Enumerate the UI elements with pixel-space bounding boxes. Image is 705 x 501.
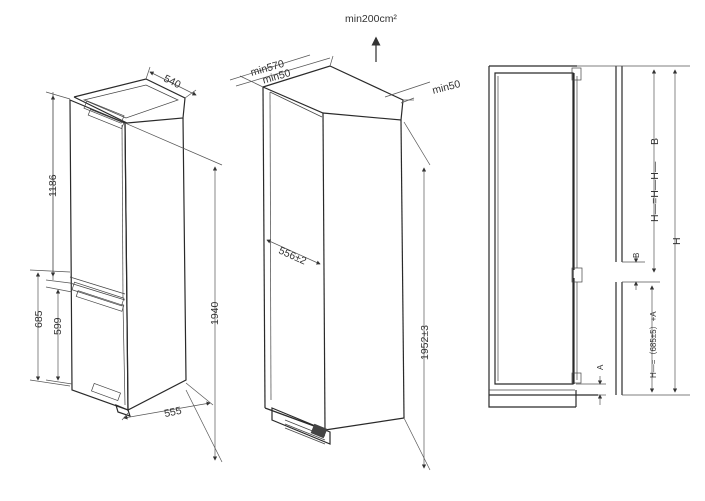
niche-drawing bbox=[262, 65, 405, 445]
section-h-label: H bbox=[671, 237, 683, 245]
section-a-label: A bbox=[596, 364, 605, 370]
vent-area-label: min200cm² bbox=[345, 13, 397, 25]
inner-width-label: 556±2 bbox=[277, 245, 309, 268]
niche-height-label: 1952±3 bbox=[419, 325, 431, 360]
side-clearance-label: min50 bbox=[431, 78, 462, 97]
total-1940-label: 1940 bbox=[209, 301, 221, 325]
section-b-label: B bbox=[649, 138, 661, 145]
width-555-label: 555 bbox=[163, 405, 183, 420]
section-upper-label: H—=H—H— bbox=[649, 161, 661, 222]
lower-599-label: 599 bbox=[52, 317, 64, 335]
fridge-dimensions: 540 1186 685 599 1940 555 bbox=[29, 66, 223, 463]
upper-1186-label: 1186 bbox=[47, 174, 59, 197]
fridge-drawing bbox=[69, 78, 187, 417]
section-b-small-label: B bbox=[632, 253, 641, 258]
section-lower-label: H—=（685±5）+A bbox=[649, 311, 658, 378]
lower-685-label: 685 bbox=[33, 310, 45, 328]
section-dimensions: H B H—=H—H— B H—=（685±5）+A A bbox=[576, 65, 690, 405]
section-drawing bbox=[488, 65, 623, 408]
